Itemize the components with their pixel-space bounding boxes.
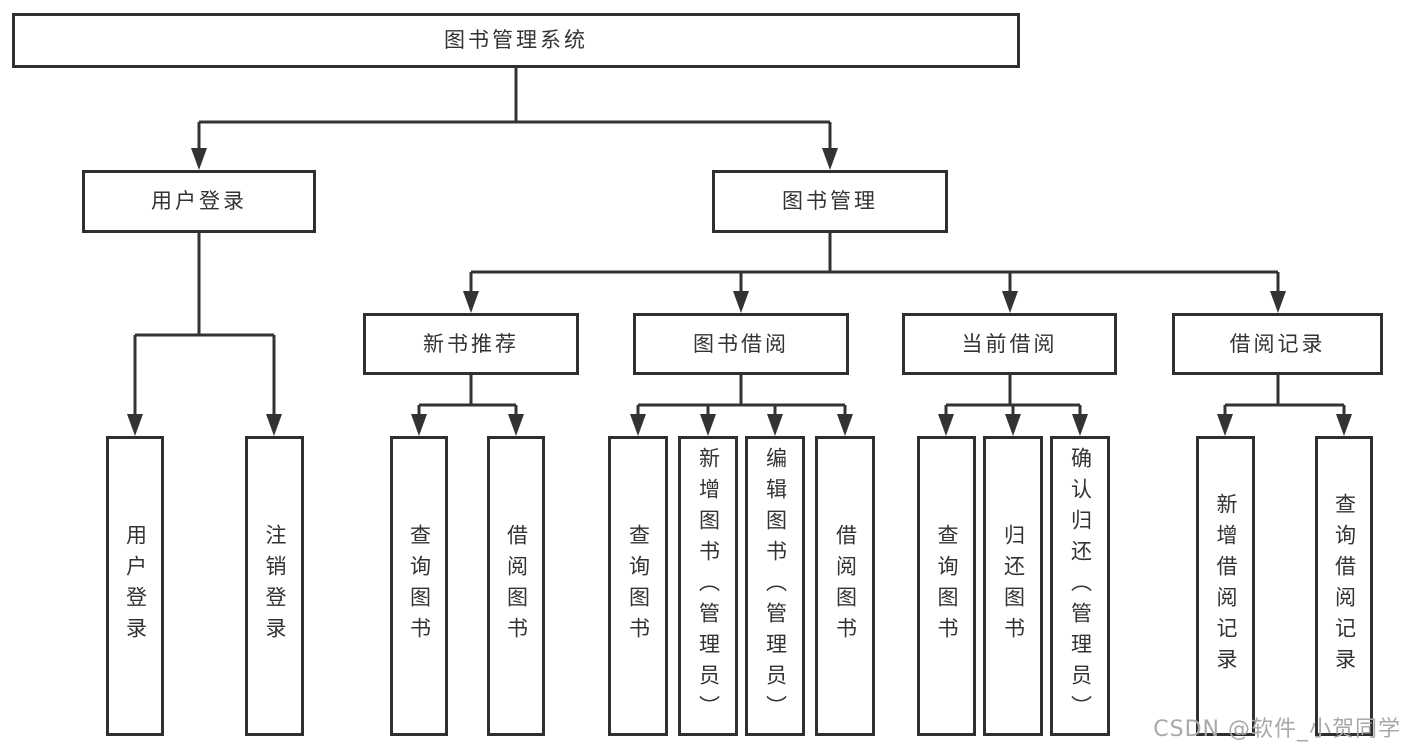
leaf-user-login: 用户登录 [106,436,164,736]
leaf-confirm-return-admin-label: 确认归还（管理员） [1068,446,1093,726]
node-new-book-recommend: 新书推荐 [363,313,579,375]
node-book-management: 图书管理 [712,170,948,233]
leaf-query-books-3-label: 查询图书 [935,524,959,648]
leaf-edit-books-admin: 编辑图书（管理员） [745,436,805,736]
node-book-borrow: 图书借阅 [633,313,849,375]
node-root-system: 图书管理系统 [12,13,1020,68]
leaf-return-books: 归还图书 [983,436,1043,736]
leaf-query-borrow-record: 查询借阅记录 [1315,436,1373,736]
node-book-borrow-label: 图书借阅 [693,331,789,356]
leaf-query-books-2-label: 查询图书 [626,524,651,648]
connector-current-to-leaves [938,375,1088,436]
leaf-query-books-1-label: 查询图书 [407,524,432,648]
leaf-borrow-books-2-label: 借阅图书 [833,524,858,648]
leaf-query-books-3: 查询图书 [917,436,976,736]
node-new-book-recommend-label: 新书推荐 [423,331,519,356]
connector-newbook-to-leaves [411,375,524,436]
node-current-borrow: 当前借阅 [902,313,1117,375]
connector-root-to-level2 [191,68,838,170]
leaf-return-books-label: 归还图书 [1001,524,1026,648]
leaf-add-borrow-record: 新增借阅记录 [1196,436,1255,736]
node-user-login: 用户登录 [82,170,316,233]
node-book-management-label: 图书管理 [782,189,878,213]
leaf-add-borrow-record-label: 新增借阅记录 [1214,493,1238,679]
connector-records-to-leaves [1217,375,1352,436]
leaf-add-books-admin-label: 新增图书（管理员） [696,446,721,726]
node-borrow-records-label: 借阅记录 [1229,331,1326,356]
node-root-label: 图书管理系统 [444,28,588,52]
leaf-logout: 注销登录 [245,436,304,736]
leaf-add-books-admin: 新增图书（管理员） [678,436,738,736]
leaf-user-login-label: 用户登录 [123,524,148,648]
leaf-borrow-books-1: 借阅图书 [487,436,545,736]
leaf-query-books-1: 查询图书 [390,436,448,736]
node-user-login-label: 用户登录 [151,189,247,213]
connector-borrow-to-leaves [630,375,853,436]
csdn-watermark: CSDN @软件_小贺同学 [1153,717,1401,742]
connector-login-to-leaves [127,233,282,436]
leaf-logout-label: 注销登录 [263,524,287,648]
leaf-borrow-books-1-label: 借阅图书 [504,524,529,648]
node-current-borrow-label: 当前借阅 [961,331,1058,356]
leaf-confirm-return-admin: 确认归还（管理员） [1050,436,1110,736]
node-borrow-records: 借阅记录 [1172,313,1383,375]
connector-bookmgmt-to-level3 [463,233,1286,313]
leaf-borrow-books-2: 借阅图书 [815,436,875,736]
leaf-query-books-2: 查询图书 [608,436,668,736]
leaf-query-borrow-record-label: 查询借阅记录 [1332,493,1357,679]
leaf-edit-books-admin-label: 编辑图书（管理员） [763,446,788,726]
